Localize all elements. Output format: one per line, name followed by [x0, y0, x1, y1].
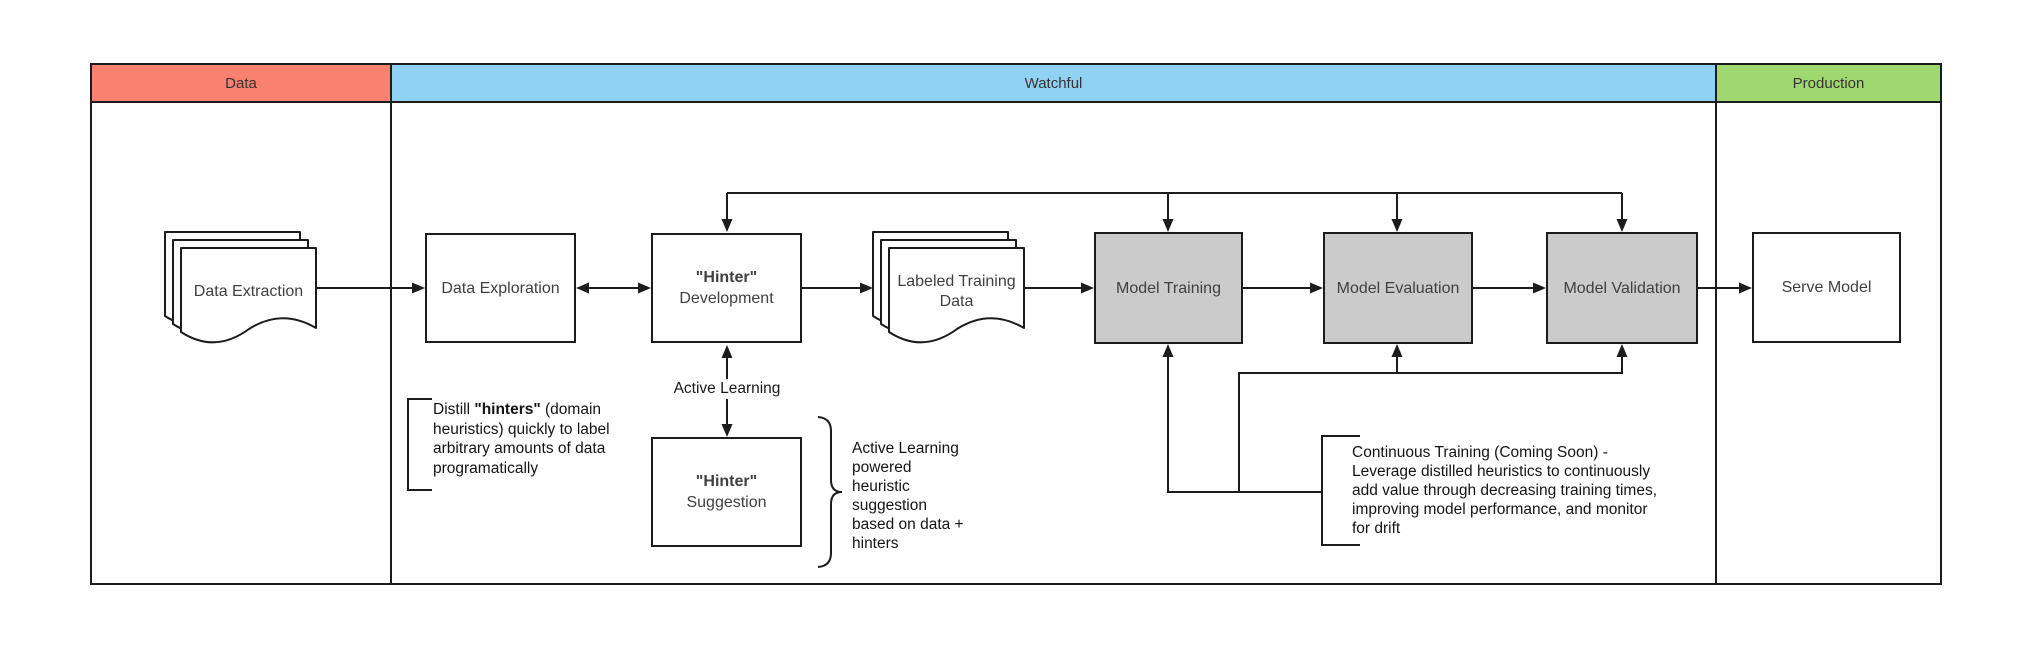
lane-header-data[interactable]: Data: [90, 63, 392, 103]
node-labeled-training-data-label: Labeled Training Data: [889, 252, 1024, 332]
lane-header-production[interactable]: Production: [1715, 63, 1942, 103]
node-serve-model-label: Serve Model: [1781, 279, 1872, 296]
active-learning-note-line: Active Learning: [852, 440, 959, 457]
continuous-training-note-line: Leverage distilled heuristics to continu…: [1352, 463, 1651, 480]
lane-divider-data-watchful: [390, 101, 392, 585]
active-learning-note-line: hinters: [852, 535, 899, 552]
node-data-exploration[interactable]: Data Exploration: [425, 233, 576, 343]
node-data-extraction-label-text: Data Extraction: [193, 283, 304, 300]
node-model-validation[interactable]: Model Validation: [1546, 232, 1698, 344]
distill-note-line1: Distill "hinters" (domain: [433, 400, 610, 420]
lane-header-watchful-label: Watchful: [1024, 74, 1083, 92]
distill-note-line1-post: (domain: [540, 401, 602, 418]
distill-note-line4: programatically: [433, 459, 539, 477]
distill-note-line2: heuristics) quickly to label: [433, 420, 610, 438]
active-learning-note-line: based on data +: [852, 516, 964, 533]
continuous-training-note-line: add value through decreasing training ti…: [1352, 482, 1658, 499]
continuous-training-note: Continuous Training (Coming Soon) - Leve…: [1352, 443, 1657, 538]
active-learning-flow-label: Active Learning: [657, 379, 797, 399]
node-labeled-training-data-label-line2: Data: [939, 293, 974, 310]
node-serve-model[interactable]: Serve Model: [1752, 232, 1901, 343]
node-labeled-training-data-label-line1: Labeled Training: [897, 273, 1016, 290]
distill-note-line1-bold: "hinters": [474, 401, 541, 418]
node-model-evaluation-label: Model Evaluation: [1336, 279, 1460, 297]
node-hinter-development[interactable]: "Hinter" Development: [651, 233, 802, 343]
distill-note-line3: arbitrary amounts of data: [433, 440, 606, 457]
node-data-exploration-label: Data Exploration: [441, 279, 560, 297]
node-model-training[interactable]: Model Training: [1094, 232, 1243, 344]
node-data-extraction-label: Data Extraction: [181, 252, 316, 332]
lane-header-data-label: Data: [225, 74, 257, 92]
active-learning-note: Active Learning powered heuristic sugges…: [852, 439, 964, 553]
lane-header-production-label: Production: [1792, 74, 1865, 92]
distill-note-line1-pre: Distill: [433, 401, 475, 418]
distill-note: Distill "hinters" (domain heuristics) qu…: [433, 400, 610, 478]
node-hinter-suggestion-label-line2: Suggestion: [686, 494, 767, 511]
continuous-training-note-line: for drift: [1352, 520, 1401, 537]
node-hinter-suggestion[interactable]: "Hinter" Suggestion: [651, 437, 802, 547]
node-model-training-label: Model Training: [1116, 279, 1221, 297]
node-model-validation-label: Model Validation: [1563, 279, 1681, 297]
continuous-training-note-line: Continuous Training (Coming Soon) -: [1352, 444, 1608, 461]
node-hinter-development-label-line1: "Hinter": [695, 269, 758, 286]
active-learning-note-line: heuristic: [852, 478, 910, 495]
node-hinter-development-label-line2: Development: [679, 290, 774, 307]
node-hinter-suggestion-label-line1: "Hinter": [695, 473, 758, 490]
active-learning-note-line: powered: [852, 459, 912, 476]
continuous-training-note-line: improving model performance, and monitor: [1352, 501, 1648, 518]
node-model-evaluation[interactable]: Model Evaluation: [1323, 232, 1473, 344]
active-learning-note-line: suggestion: [852, 497, 927, 514]
lane-divider-watchful-production: [1715, 101, 1717, 585]
lane-header-watchful[interactable]: Watchful: [390, 63, 1717, 103]
